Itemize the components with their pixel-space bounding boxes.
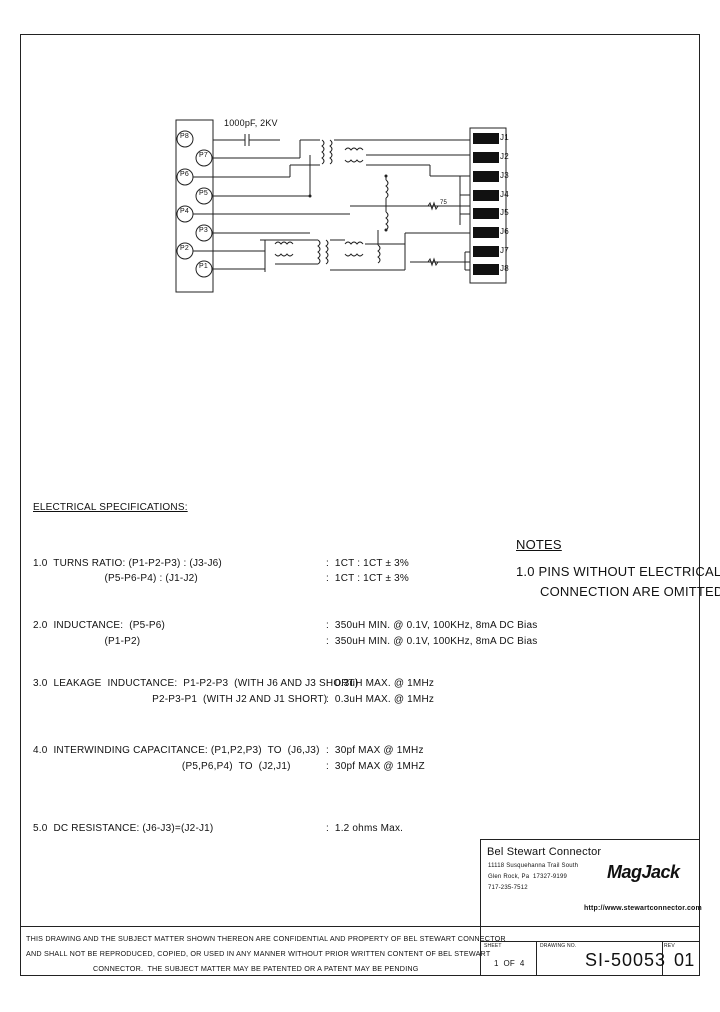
spec-value: : 1.2 ohms Max. [326,823,404,834]
company-address: 11118 Susquehanna Trail South [488,863,579,869]
notes-line: 1.0 PINS WITHOUT ELECTRICAL [516,564,720,579]
port-circle [176,130,194,148]
title-block-border [480,839,481,976]
sheet-value: 1 OF 4 [494,959,525,968]
port-label-p5: P5 [199,190,208,197]
rev-label: REV [664,943,675,949]
confidential-notice: THIS DRAWING AND THE SUBJECT MATTER SHOW… [26,934,506,943]
spec-label: 3.0 LEAKAGE INDUCTANCE: P1-P2-P3 (WITH J… [33,678,359,689]
spec-label: 2.0 INDUCTANCE: (P5-P6) [33,620,166,631]
rj45-port-block [175,119,214,293]
specs-heading: ELECTRICAL SPECIFICATIONS: [33,502,188,513]
spec-label: 5.0 DC RESISTANCE: (J6-J3)=(J2-J1) [33,823,214,834]
notes-title: NOTES [516,537,562,552]
port-label-p2: P2 [180,245,189,252]
pin-label-j2: J2 [500,152,509,161]
company-name: Bel Stewart Connector [487,846,602,858]
spec-label: (P1-P2) [33,636,141,647]
capacitor-label: 1000pF, 2KV [224,118,278,128]
spec-value: : 30pf MAX @ 1MHz [326,745,424,756]
port-label-p6: P6 [180,171,189,178]
spec-value: : 350uH MIN. @ 0.1V, 100KHz, 8mA DC Bias [326,620,538,631]
pin-bar [473,171,499,182]
spec-value: : 350uH MIN. @ 0.1V, 100KHz, 8mA DC Bias [326,636,538,647]
title-block-border [20,926,700,927]
spec-label: (P5-P6-P4) : (J1-J2) [33,573,198,584]
port-label-p3: P3 [199,227,208,234]
pin-label-j6: J6 [500,227,509,236]
pin-label-j1: J1 [500,133,509,142]
pin-bar [473,246,499,257]
port-label-p8: P8 [180,133,189,140]
drawing-number: SI-50053 [585,950,667,970]
company-phone: 717-235-7512 [488,885,528,891]
spec-label: P2-P3-P1 (WITH J2 AND J1 SHORT) [33,694,328,705]
spec-label: 4.0 INTERWINDING CAPACITANCE: (P1,P2,P3)… [33,745,320,756]
title-block-border [662,941,663,976]
sheet-label: SHEET [484,943,502,949]
pin-bar [473,227,499,238]
pin-label-j4: J4 [500,190,509,199]
pin-label-j8: J8 [500,264,509,273]
port-label-p4: P4 [180,208,189,215]
rj45-jack-block [469,127,507,284]
spec-value: : 30pf MAX @ 1MHZ [326,761,425,772]
port-label-p1: P1 [199,263,208,270]
magjack-logo: MagJack [607,862,680,882]
resistor-label: 75 [440,200,448,206]
pin-bar [473,208,499,219]
revision: 01 [674,950,695,970]
port-label-p7: P7 [199,152,208,159]
spec-value: : 0.3uH MAX. @ 1MHz [326,678,435,689]
title-block-border [536,941,537,976]
title-block-border [480,839,700,840]
pin-bar [473,264,499,275]
spec-value: : 1CT : 1CT ± 3% [326,573,409,584]
pin-label-j5: J5 [500,208,509,217]
confidential-notice: AND SHALL NOT BE REPRODUCED, COPIED, OR … [26,949,491,958]
spec-label: 1.0 TURNS RATIO: (P1-P2-P3) : (J3-J6) [33,558,222,569]
pin-bar [473,190,499,201]
drawing-sheet [20,34,700,976]
company-address: Glen Rock, Pa 17327-9199 [488,874,568,880]
pin-label-j3: J3 [500,171,509,180]
spec-value: : 1CT : 1CT ± 3% [326,558,409,569]
title-block-border [480,941,700,942]
spec-value: : 0.3uH MAX. @ 1MHz [326,694,435,705]
pin-bar [473,133,499,144]
notes-line: CONNECTION ARE OMITTED. [540,584,720,599]
drawing-no-label: DRAWING NO. [540,943,577,949]
pin-label-j7: J7 [500,246,509,255]
confidential-notice: CONNECTOR. THE SUBJECT MATTER MAY BE PAT… [93,964,419,973]
pin-bar [473,152,499,163]
spec-label: (P5,P6,P4) TO (J2,J1) [33,761,291,772]
website-url: http://www.stewartconnector.com [584,905,702,912]
